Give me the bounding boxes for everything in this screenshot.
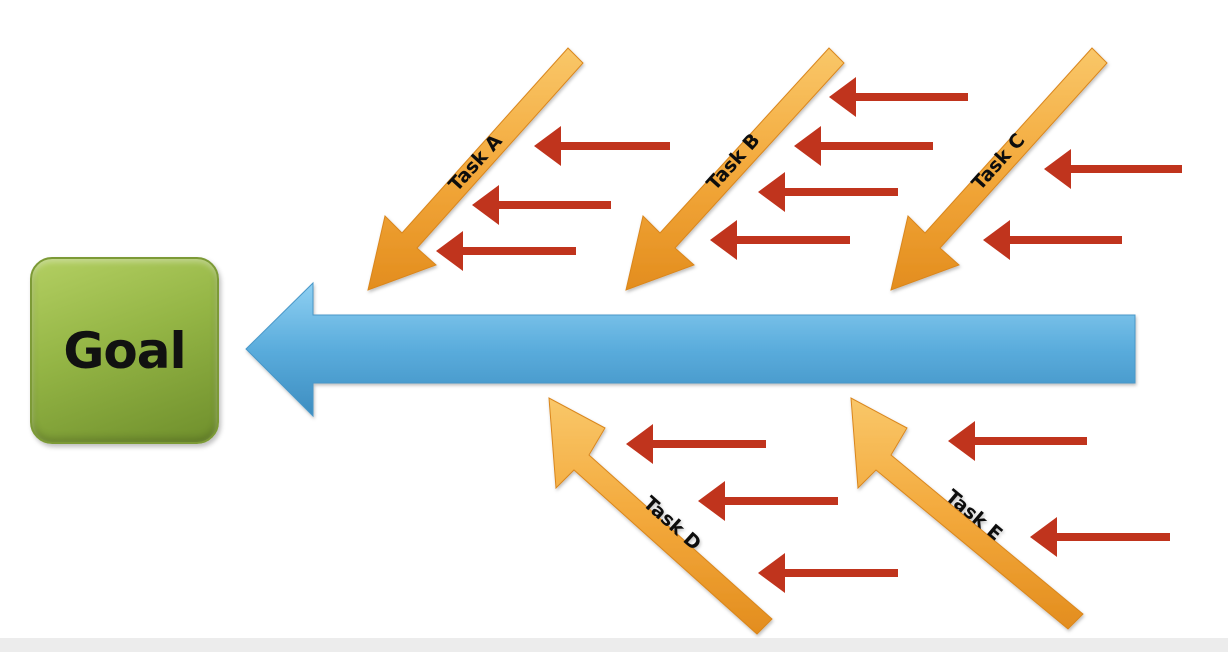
cause-arrow-e2 xyxy=(1030,517,1170,557)
goal-box: Goal xyxy=(30,257,219,444)
cause-arrow-c2 xyxy=(983,220,1122,260)
task-label-c: Task C xyxy=(968,129,1030,194)
cause-arrow-b1 xyxy=(829,77,968,117)
cause-arrow-d2 xyxy=(698,481,838,521)
cause-arrow-b3 xyxy=(758,172,898,212)
cause-arrow-e1 xyxy=(948,421,1087,461)
cause-arrow-d3 xyxy=(758,553,898,593)
cause-arrow-c1 xyxy=(1044,149,1182,189)
bottom-strip xyxy=(0,638,1228,652)
goal-label: Goal xyxy=(63,321,186,380)
cause-arrow-a1 xyxy=(534,126,670,166)
task-label-b: Task B xyxy=(702,129,764,195)
cause-arrow-d1 xyxy=(626,424,766,464)
cause-arrow-a2 xyxy=(472,185,611,225)
task-label-a: Task A xyxy=(444,130,506,196)
cause-arrow-b2 xyxy=(794,126,933,166)
task-arrow-d: Task D xyxy=(548,397,773,635)
cause-arrow-a3 xyxy=(436,231,576,271)
spine-arrow xyxy=(245,281,1136,418)
cause-arrow-b4 xyxy=(710,220,850,260)
